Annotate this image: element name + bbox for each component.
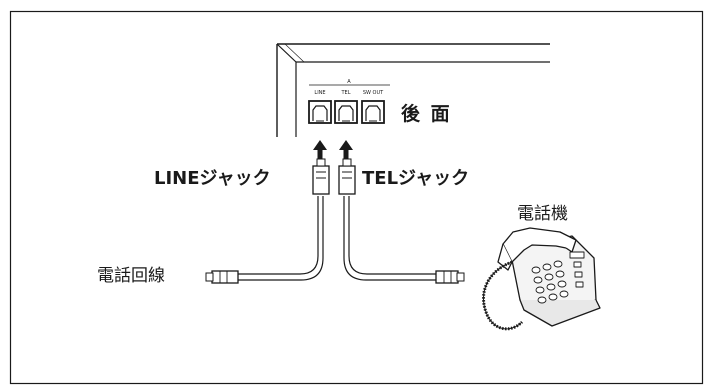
phone-line-label: 電話回線 [97, 266, 165, 286]
tel-jack-label: TELジャック [362, 168, 470, 189]
port-sw-out-jack [361, 100, 385, 124]
port-tel-jack [334, 100, 358, 124]
port-group-label: A [347, 79, 351, 85]
port-line-label: LINE [314, 90, 325, 96]
arrow-to-line-jack [313, 140, 327, 159]
line-jack-label: LINEジャック [154, 168, 271, 189]
device-back-panel [276, 43, 550, 137]
port-group-marker: A [309, 79, 390, 86]
back-panel-label: 後 面 [401, 103, 452, 125]
phone-line-cable [205, 158, 330, 284]
telephone-keypad [531, 260, 569, 304]
tel-plug-phone [435, 270, 465, 284]
telephone-cable [338, 158, 465, 284]
port-tel-label: TEL [341, 90, 351, 96]
tel-plug-top [338, 165, 356, 195]
arrow-to-tel-jack [339, 140, 353, 159]
line-plug-wall [205, 270, 239, 284]
line-plug-top [312, 165, 330, 195]
diagram-frame [9, 10, 704, 385]
telephone-illustration [482, 227, 601, 331]
port-sw-out-label: SW OUT [363, 90, 384, 96]
port-line-jack [308, 100, 332, 124]
telephone-label: 電話機 [517, 204, 568, 224]
